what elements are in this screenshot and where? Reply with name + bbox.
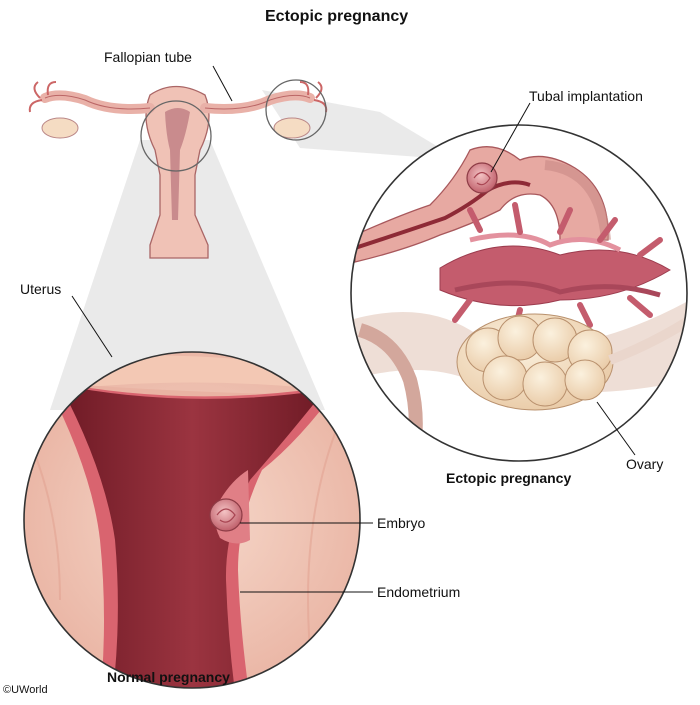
label-embryo: Embryo (377, 515, 426, 531)
zoom-cone-ectopic (262, 90, 460, 160)
embryo (209, 498, 243, 532)
zoom-cone-normal (50, 140, 325, 410)
label-fallopian-tube: Fallopian tube (104, 49, 192, 65)
caption-normal-pregnancy: Normal pregnancy (107, 669, 230, 685)
label-endometrium: Endometrium (377, 584, 461, 600)
leader-lines (71, 65, 636, 593)
ectopic-pregnancy-zoom (351, 125, 687, 461)
ovary (456, 313, 614, 411)
uterine-cavity (60, 385, 325, 688)
figure-title: Ectopic pregnancy (265, 8, 409, 25)
label-ovary: Ovary (626, 456, 664, 472)
label-tubal-implantation: Tubal implantation (529, 88, 643, 104)
caption-ectopic-pregnancy: Ectopic pregnancy (446, 470, 572, 486)
label-uterus: Uterus (20, 281, 62, 297)
copyright-text: ©UWorld (3, 684, 48, 696)
uterus-overview (28, 79, 328, 259)
ectopic-embryo (466, 162, 498, 194)
